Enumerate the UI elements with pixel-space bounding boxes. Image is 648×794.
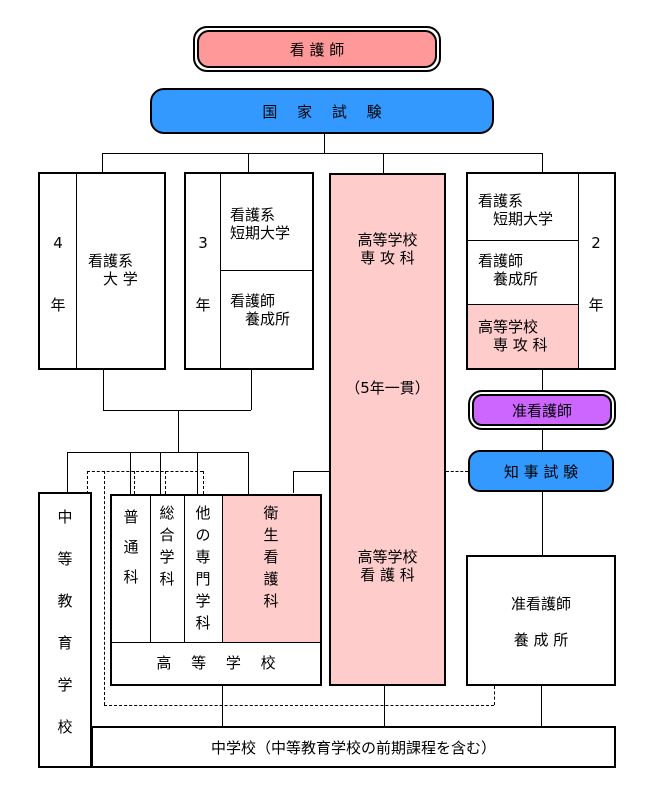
highschool-other: 他 の 専 門 学 科 [195, 504, 211, 632]
school2-junior-college: 看護系 短期大学 [478, 192, 554, 228]
univ4-years-unit: 年 [50, 296, 66, 314]
governor-exam: 知 事 試 験 [468, 450, 614, 492]
univ4-years-num: 4 [53, 234, 63, 252]
univ4-label: 看護系 大 学 [88, 252, 138, 288]
high5-box: 高等学校 専 攻 科 （5年一貫） 高等学校 看 護 科 [329, 173, 446, 686]
univ4-box: 4 年 看護系 大 学 [38, 172, 166, 370]
high5-integrated: （5年一貫） [345, 379, 430, 397]
high5-nursing: 高等学校 看 護 科 [357, 548, 418, 584]
school2-years-num: 2 [591, 234, 601, 252]
secondary-school-label: 中 等 教 育 学 校 [57, 508, 73, 736]
school3-years-unit: 年 [195, 296, 211, 314]
school3-years-num: 3 [198, 234, 208, 252]
highschool-label: 高 等 学 校 [156, 654, 276, 672]
highschool-box: 普 通 科 総 合 学 科 他 の 専 門 学 科 衛 生 看 護 科 高 等 … [110, 494, 322, 686]
assoc-title: 准看護師 [472, 394, 612, 426]
school2-years-unit: 年 [588, 296, 604, 314]
junior-high-box: 中学校（中等教育学校の前期課程を含む） [91, 726, 616, 768]
school3-training: 看護師 養成所 [230, 292, 291, 328]
high5-dept: 高等学校 専 攻 科 [357, 231, 418, 267]
school2-training: 看護師 養成所 [478, 252, 539, 288]
secondary-school: 中 等 教 育 学 校 [38, 492, 92, 768]
national-exam: 国 家 試 験 [150, 88, 494, 134]
highschool-nursing: 衛 生 看 護 科 [263, 504, 279, 610]
assoc-training-label: 准看護師 養 成 所 [510, 595, 571, 649]
assoc-training-box: 准看護師 養 成 所 [466, 555, 616, 686]
school3-junior-college: 看護系 短期大学 [230, 206, 291, 242]
highschool-general: 普 通 科 [123, 508, 139, 586]
school3-box: 3 年 看護系 短期大学 看護師 養成所 [184, 172, 314, 370]
school2-box: 看護系 短期大学 看護師 養成所 高等学校 専 攻 科 2 年 [466, 172, 616, 370]
nurse-title: 看 護 師 [197, 30, 437, 68]
highschool-comprehensive: 総 合 学 科 [159, 504, 175, 588]
junior-high-label: 中学校（中等教育学校の前期課程を含む） [210, 739, 496, 757]
school2-dept: 高等学校 専 攻 科 [478, 318, 548, 354]
